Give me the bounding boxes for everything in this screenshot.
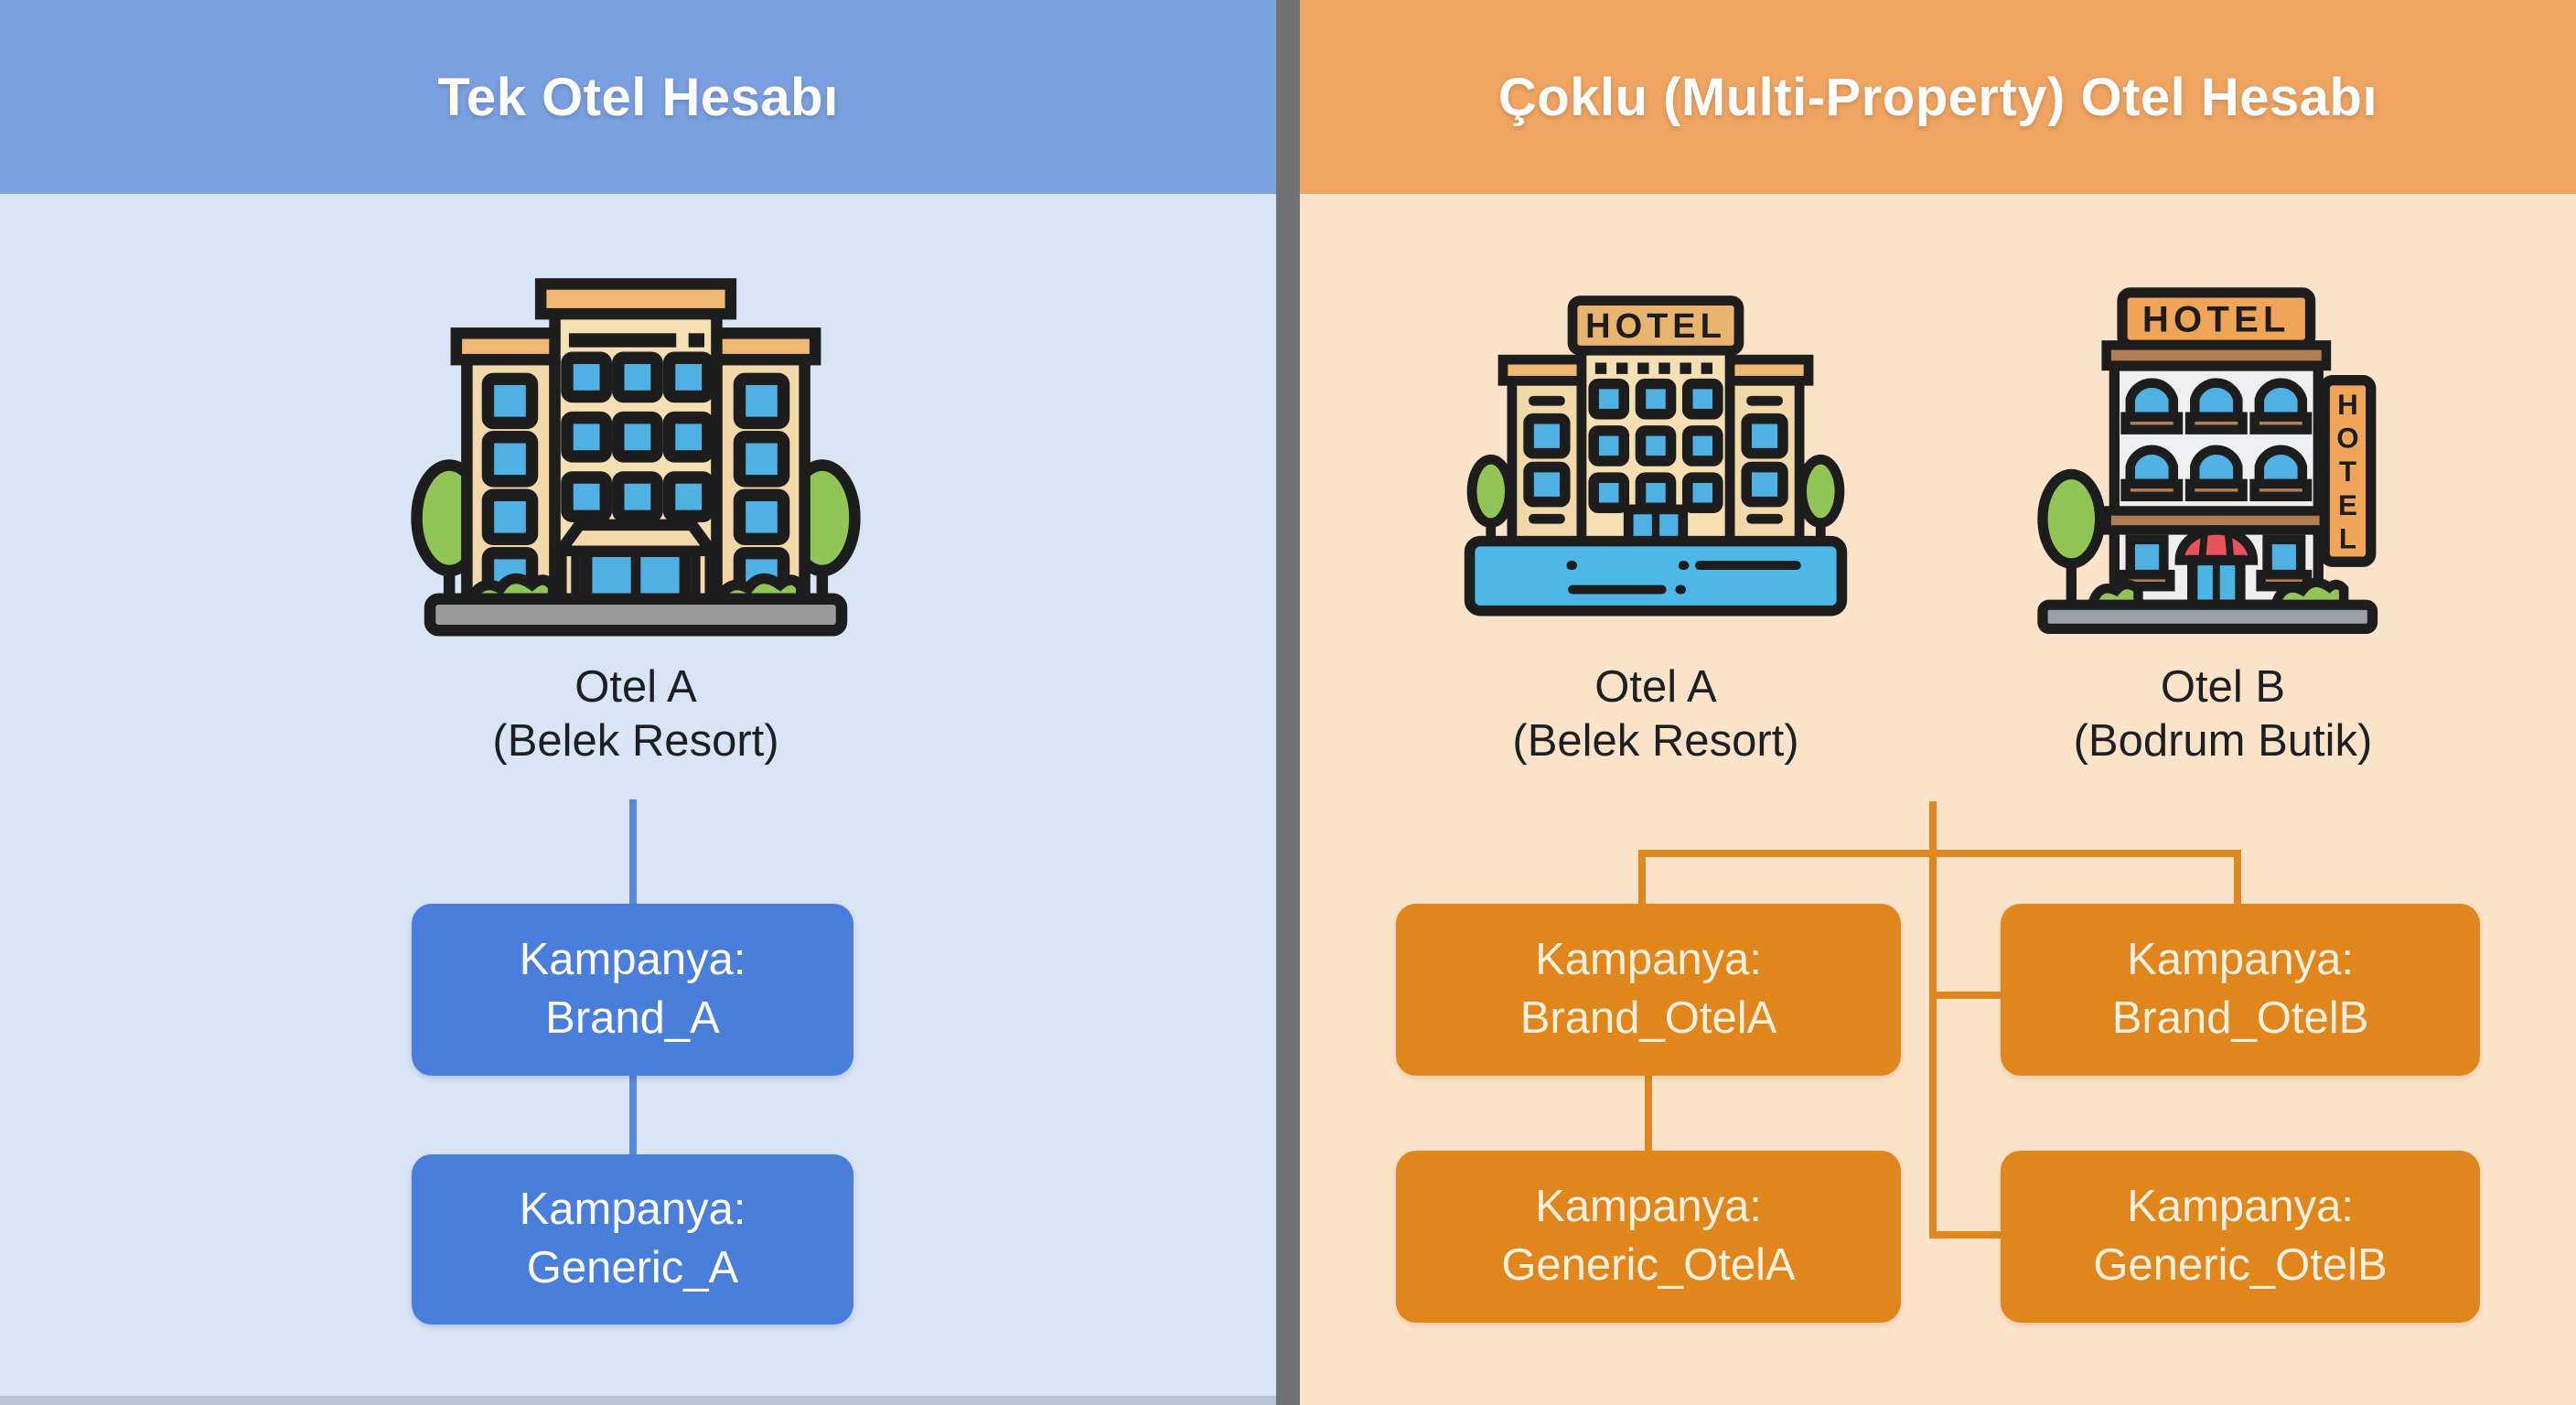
campaign-box-brand-otelb: Kampanya: Brand_OtelB — [2001, 904, 2480, 1076]
hotel-roof-sign-text: HOTEL — [2142, 300, 2291, 340]
campaign-box-brand-a: Kampanya: Brand_A — [412, 904, 853, 1076]
vertical-sign-letter: H — [2337, 389, 2358, 421]
single-hotel-title: Tek Otel Hesabı — [437, 67, 839, 127]
campaign-name: Generic_OtelB — [2093, 1240, 2388, 1290]
hotel-a-name: Otel A — [574, 662, 697, 712]
connector-line — [629, 1076, 637, 1154]
vertical-sign-letter: E — [2338, 489, 2357, 521]
hotel-b-building-icon: HOTEL — [2037, 287, 2378, 635]
multi-property-title: Çoklu (Multi-Property) Otel Hesabı — [1497, 67, 2378, 127]
campaign-name: Brand_OtelA — [1519, 993, 1777, 1043]
multi-property-header: Çoklu (Multi-Property) Otel Hesabı — [1300, 0, 2576, 194]
hotel-a-subtitle: (Belek Resort) — [1512, 715, 1799, 766]
campaign-box-generic-otela: Kampanya: Generic_OtelA — [1396, 1151, 1901, 1323]
connector-line — [2234, 850, 2241, 904]
connector-line — [1638, 850, 2241, 857]
hotel-roof-sign-text: HOTEL — [1585, 307, 1726, 346]
campaign-name: Generic_A — [526, 1243, 739, 1292]
campaign-name: Brand_OtelB — [2111, 993, 2369, 1043]
campaign-box-generic-otelb: Kampanya: Generic_OtelB — [2001, 1151, 2480, 1323]
campaign-prefix: Kampanya: — [1535, 1182, 1762, 1232]
hotel-b-label: Otel B (Bodrum Butik) — [1994, 660, 2452, 768]
single-hotel-panel: Tek Otel Hesabı — [0, 0, 1276, 1405]
connector-line — [1929, 801, 1937, 1239]
bottom-strip — [0, 1396, 1276, 1405]
campaign-name: Generic_OtelA — [1501, 1240, 1796, 1290]
connector-line — [1929, 1231, 2002, 1239]
campaign-prefix: Kampanya: — [519, 935, 746, 985]
vertical-sign-letter: L — [2339, 522, 2356, 554]
hotel-a-label: Otel A (Belek Resort) — [366, 660, 906, 768]
hotel-b-name: Otel B — [2160, 662, 2286, 712]
hotel-a-label: Otel A (Belek Resort) — [1427, 660, 1884, 768]
campaign-prefix: Kampanya: — [519, 1185, 746, 1235]
campaign-box-generic-a: Kampanya: Generic_A — [412, 1154, 853, 1325]
campaign-prefix: Kampanya: — [1535, 935, 1762, 985]
vertical-sign-letter: O — [2336, 423, 2358, 455]
campaign-name: Brand_A — [545, 993, 720, 1043]
campaign-prefix: Kampanya: — [2127, 1182, 2354, 1232]
hotel-building-icon — [411, 278, 861, 637]
hotel-a-building-icon: HOTEL — [1464, 295, 1848, 617]
hotel-b-subtitle: (Bodrum Butik) — [2073, 715, 2373, 766]
hotel-a-name: Otel A — [1594, 662, 1717, 712]
connector-line — [1929, 992, 2002, 999]
hotel-a-subtitle: (Belek Resort) — [492, 715, 779, 766]
vertical-sign-letter: T — [2339, 456, 2356, 488]
campaign-box-brand-otela: Kampanya: Brand_OtelA — [1396, 904, 1901, 1076]
connector-line — [1638, 850, 1646, 904]
connector-line — [1645, 1076, 1652, 1151]
panel-divider — [1276, 0, 1300, 1405]
campaign-prefix: Kampanya: — [2127, 935, 2354, 985]
single-hotel-header: Tek Otel Hesabı — [0, 0, 1276, 194]
multi-property-panel: Çoklu (Multi-Property) Otel Hesabı HOTEL — [1300, 0, 2576, 1405]
connector-line — [629, 799, 637, 904]
